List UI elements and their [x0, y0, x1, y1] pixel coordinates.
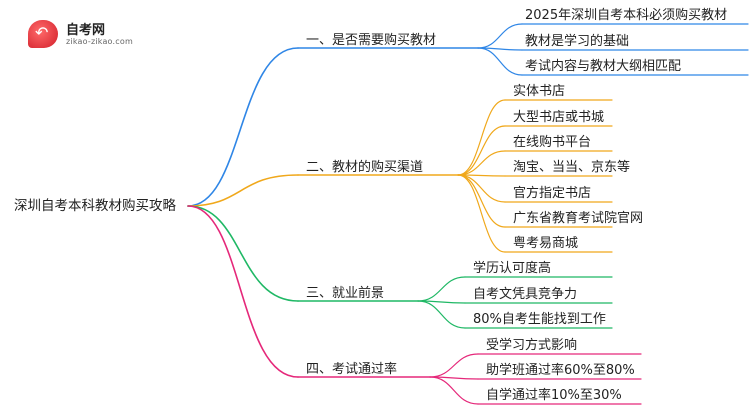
connector-branch-1-leaf-3 — [477, 47, 523, 76]
connector-branch-3-leaf-3 — [417, 300, 466, 329]
connector-branch-2-leaf-5 — [457, 174, 506, 203]
leaf-3-1: 学历认可度高 — [473, 261, 552, 276]
leaf-2-6: 广东省教育考试院官网 — [513, 211, 644, 226]
branch-label-2: 二、教材的购买渠道 — [306, 160, 424, 175]
connector-branch-2-leaf-7 — [457, 174, 506, 253]
root-topic: 深圳自考本科教材购买攻略 — [14, 198, 176, 214]
leaf-1-1: 2025年深圳自考本科必须购买教材 — [525, 8, 728, 23]
logo-url: zikao-zikao.com — [66, 37, 133, 46]
connector-root-branch-3 — [187, 205, 299, 302]
branch-label-4: 四、考试通过率 — [306, 362, 398, 377]
leaf-3-3: 80%自考生能找到工作 — [473, 312, 606, 327]
leaf-2-7: 粤考易商城 — [513, 236, 579, 251]
leaf-2-2: 大型书店或书城 — [513, 110, 605, 125]
leaf-3-2: 自考文凭具竞争力 — [473, 287, 578, 302]
branch-label-3: 三、就业前景 — [306, 286, 385, 301]
connector-branch-2-leaf-6 — [457, 174, 506, 228]
connector-branch-3-leaf-1 — [417, 276, 466, 302]
connector-branch-2-leaf-3 — [457, 150, 506, 176]
leaf-2-1: 实体书店 — [513, 84, 566, 99]
graduation-cap-icon — [28, 20, 58, 48]
site-logo: 自考网 zikao-zikao.com — [28, 18, 138, 50]
logo-name: 自考网 — [66, 23, 106, 38]
leaf-2-5: 官方指定书店 — [513, 186, 592, 201]
connector-branch-4-leaf-3 — [429, 376, 479, 405]
connector-branch-4-leaf-1 — [429, 353, 479, 378]
leaf-2-4: 淘宝、当当、京东等 — [513, 160, 631, 175]
leaf-4-2: 助学班通过率60%至80% — [486, 363, 635, 378]
leaf-4-3: 自学通过率10%至30% — [486, 388, 622, 403]
connector-root-branch-1 — [187, 47, 299, 207]
connector-branch-2-leaf-1 — [457, 99, 506, 176]
leaf-2-3: 在线购书平台 — [513, 135, 592, 150]
leaf-1-3: 考试内容与教材大纲相匹配 — [525, 59, 682, 74]
leaf-4-1: 受学习方式影响 — [486, 338, 578, 353]
leaf-1-2: 教材是学习的基础 — [525, 34, 630, 49]
connector-root-branch-2 — [187, 174, 299, 207]
connector-branch-2-leaf-2 — [457, 125, 506, 176]
branch-label-1: 一、是否需要购买教材 — [306, 33, 437, 48]
connector-branch-1-leaf-1 — [477, 23, 523, 49]
connector-root-branch-4 — [187, 205, 299, 378]
